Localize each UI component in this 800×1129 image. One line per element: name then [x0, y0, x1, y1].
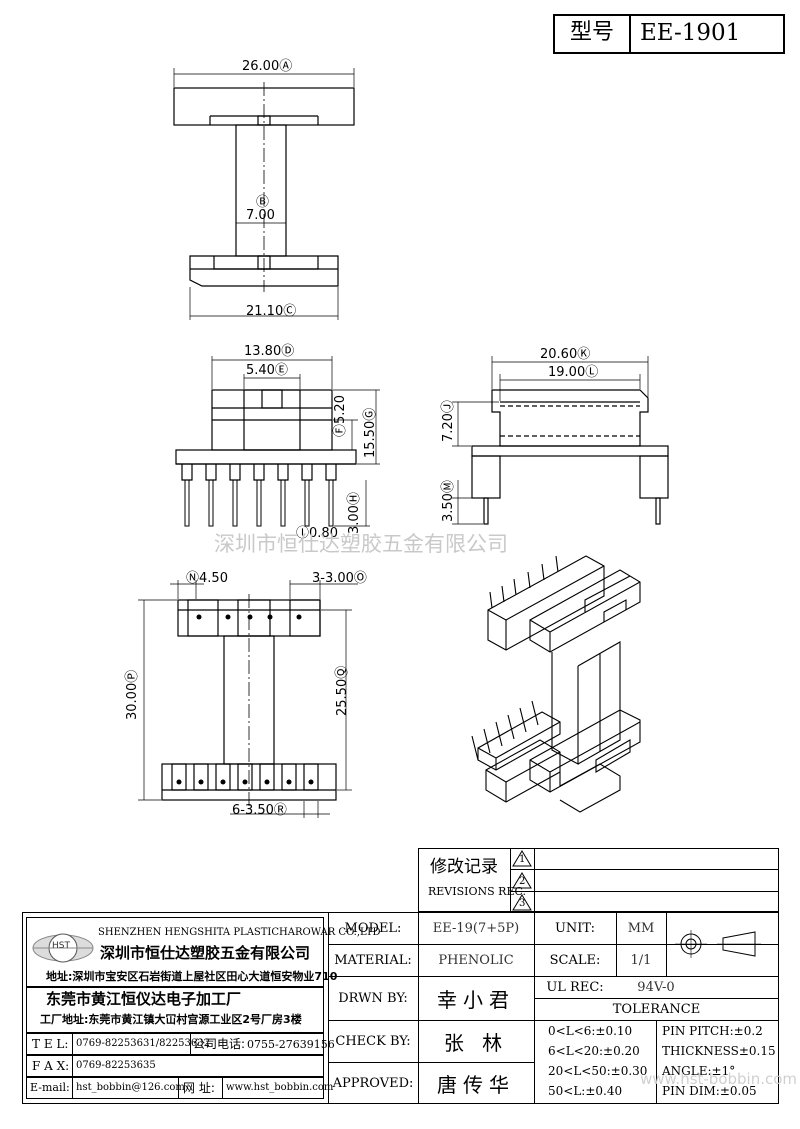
part-number: EE-1901 — [640, 20, 741, 46]
drawn-label: DRWN BY: — [338, 990, 408, 1006]
dim-i: Ⓘ0.80 — [296, 526, 338, 541]
tel-value: 0769-82253631/82253632 — [76, 1038, 210, 1049]
factory-name: 东莞市黄江恒仪达电子加工厂 — [46, 990, 242, 1008]
revisions-title-cn: 修改记录 — [430, 857, 498, 877]
company-logo — [32, 933, 94, 963]
check-label: CHECK BY: — [335, 1033, 411, 1049]
dim-l: 19.00Ⓛ — [548, 365, 599, 380]
material-value: PHENOLIC — [438, 952, 514, 968]
ul-value: 94V-0 — [637, 979, 675, 995]
revisions-title-en: REVISIONS REC. — [428, 885, 526, 898]
revision-mark-2: 2 — [519, 876, 526, 887]
dim-c: 21.10Ⓒ — [246, 304, 297, 319]
company-name-cn: 深圳市恒仕达塑胶五金有限公司 — [100, 944, 311, 962]
drawn-value: 幸小君 — [437, 987, 515, 1012]
tolerance-1: 0<L<6:±0.10 — [548, 1024, 633, 1038]
material-label: MATERIAL: — [334, 952, 412, 968]
ul-label: UL REC: — [546, 979, 604, 995]
revision-triangles — [512, 850, 532, 911]
unit-value: MM — [627, 920, 655, 936]
web-label: 网 址: — [183, 1081, 215, 1095]
dim-q: 25.50Ⓠ — [335, 665, 350, 716]
isometric-view — [471, 555, 641, 813]
email-label: E-mail: — [30, 1081, 70, 1094]
bottom-view — [138, 580, 358, 818]
tolerance-3: 20<L<50:±0.30 — [548, 1064, 648, 1078]
dim-b: 7.00 — [246, 208, 275, 223]
watermark: 深圳市恒仕达塑胶五金有限公司 — [214, 532, 508, 556]
top-view — [173, 68, 355, 320]
check-value: 张 林 — [443, 1030, 509, 1055]
part-number-divider — [629, 14, 631, 54]
company-box — [26, 917, 324, 987]
footer-watermark: www.hst-bobbin.com — [640, 1070, 798, 1088]
dim-n: Ⓝ4.50 — [186, 571, 228, 586]
company-address: 地址:深圳市宝安区石岩街道上屋社区田心大道恒安物业710 — [46, 970, 338, 983]
web-value: www.hst_bobbin.com — [226, 1082, 334, 1093]
fax-label: F A X: — [32, 1059, 70, 1073]
tolerance-2: 6<L<20:±0.20 — [548, 1044, 640, 1058]
part-number-box — [553, 14, 785, 54]
dim-e: 5.40Ⓔ — [246, 363, 288, 378]
company-phone-label: 公司电话: — [193, 1037, 246, 1051]
tolerance-label: TOLERANCE — [612, 1001, 701, 1017]
dim-f: Ⓕ5.20 — [333, 395, 348, 437]
dim-b-mark: Ⓑ — [256, 195, 270, 210]
company-phone: 0755-27639156 — [247, 1038, 335, 1051]
factory-address: 工厂地址:东莞市黄江镇大冚村宫源工业区2号厂房3楼 — [40, 1013, 302, 1026]
title-block — [22, 912, 779, 1104]
logo-text: HST — [52, 941, 70, 951]
fax-value: 0769-82253635 — [76, 1060, 156, 1071]
tel-label: T E L: — [32, 1037, 69, 1051]
dim-g: 15.50Ⓖ — [363, 407, 378, 458]
scale-value: 1/1 — [630, 952, 652, 968]
pin-pitch: PIN PITCH:±0.2 — [662, 1024, 763, 1038]
dim-j: 7.20Ⓙ — [441, 400, 456, 442]
approved-label: APPROVED: — [332, 1075, 414, 1091]
unit-label: UNIT: — [554, 920, 596, 936]
side-view — [452, 356, 669, 525]
model-value: EE-19(7+5P) — [432, 920, 520, 936]
dim-a: 26.00Ⓐ — [242, 59, 293, 74]
front-view — [175, 356, 380, 527]
tolerance-4: 50<L:±0.40 — [548, 1084, 623, 1098]
company-name-en: SHENZHEN HENGSHITA PLASTICHAROWAR CO.,LT… — [98, 927, 381, 938]
dim-k: 20.60Ⓚ — [540, 347, 591, 362]
dim-p: 30.00Ⓟ — [125, 669, 140, 720]
scale-label: SCALE: — [549, 952, 601, 968]
type-label: 型号 — [570, 20, 615, 45]
angle: ANGLE:±1° — [662, 1064, 736, 1078]
dim-o: 3-3.00Ⓞ — [312, 571, 367, 586]
dim-r: 6-3.50Ⓡ — [232, 803, 287, 818]
thickness: THICKNESS±0.15 — [662, 1044, 776, 1058]
pin-dim: PIN DIM:±0.05 — [662, 1084, 757, 1098]
revisions-box — [418, 848, 779, 912]
dim-d: 13.80Ⓓ — [244, 344, 295, 359]
approved-value: 唐传华 — [437, 1072, 515, 1097]
revision-mark-3: 3 — [519, 898, 526, 909]
email-value: hst_bobbin@126.com — [76, 1082, 185, 1093]
technical-drawing — [138, 68, 669, 818]
revision-mark-1: 1 — [519, 854, 526, 865]
dim-m: 3.50Ⓜ — [441, 480, 456, 522]
projection-symbol — [675, 930, 761, 958]
model-label: MODEL: — [344, 920, 402, 936]
